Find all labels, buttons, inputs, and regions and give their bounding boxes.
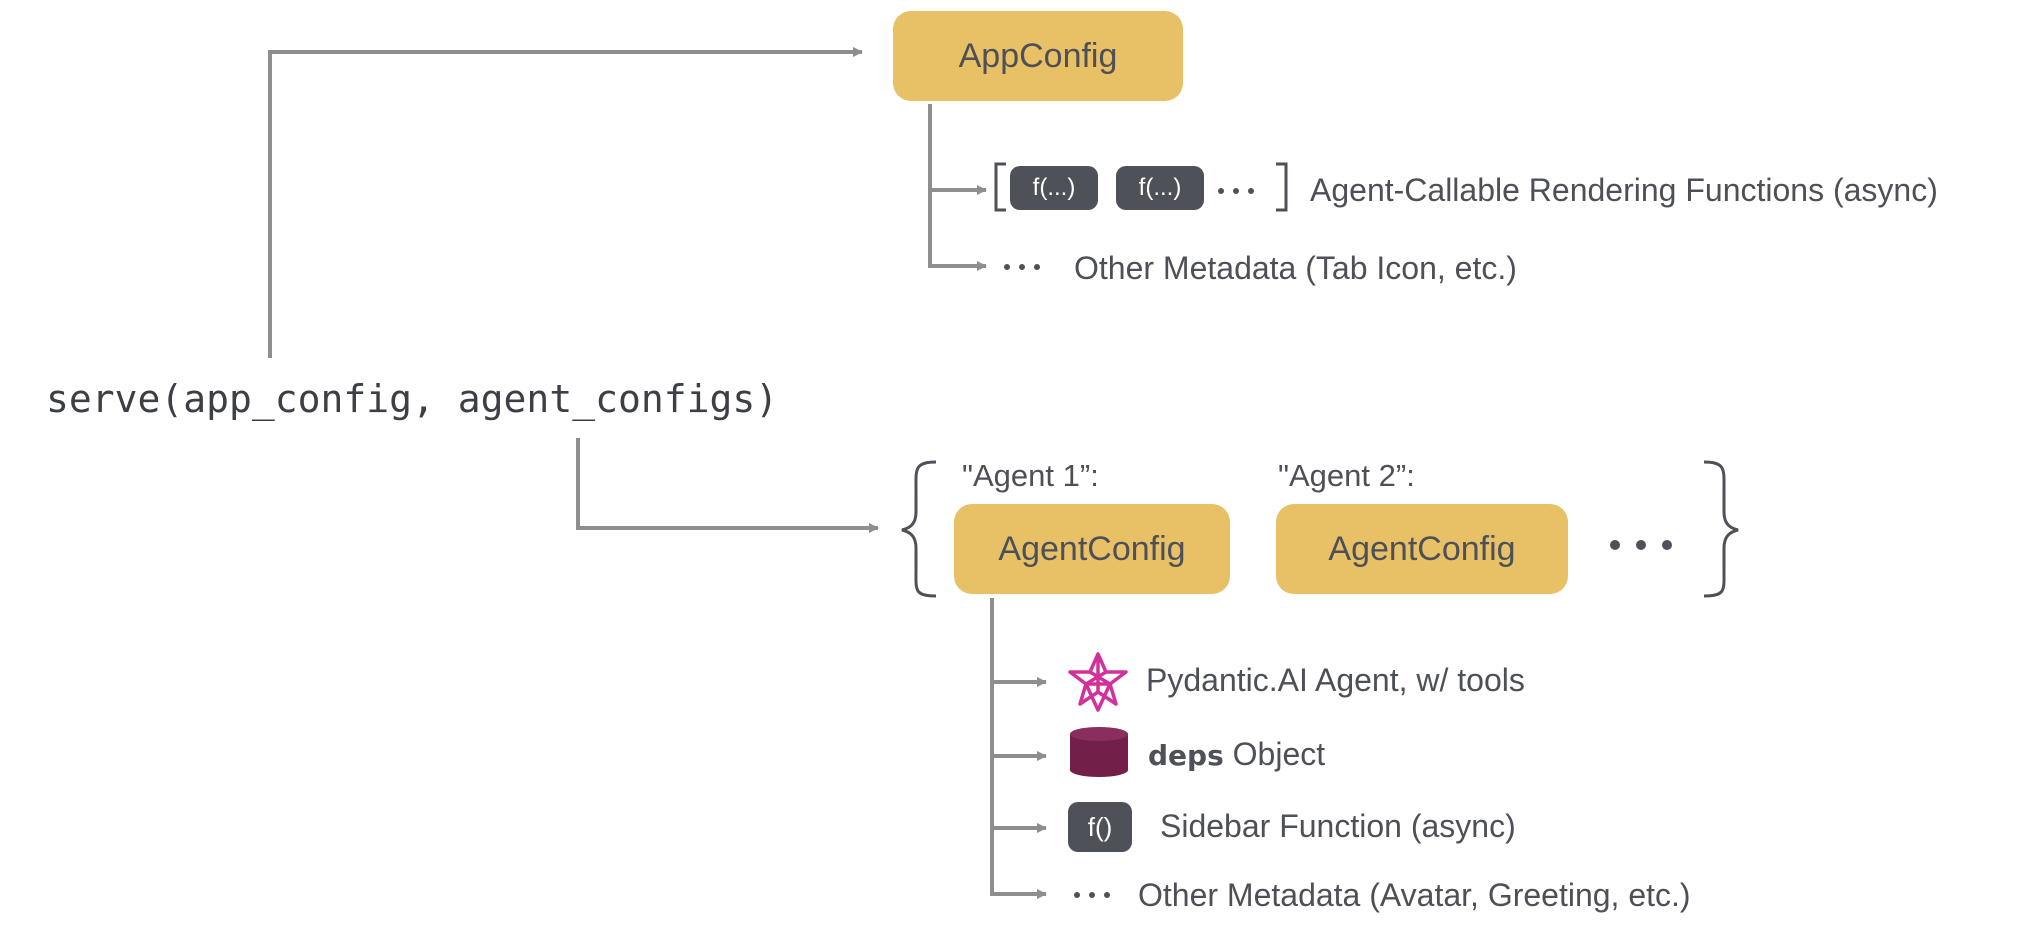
- functions-ellipsis: [1218, 188, 1254, 194]
- deps-object-text: Object: [1223, 736, 1326, 772]
- deps-object-label: deps Object: [1148, 738, 1325, 770]
- agent-2-config-box: AgentConfig: [1276, 504, 1568, 594]
- right-square-bracket: [1276, 162, 1288, 212]
- agent-2-key: "Agent 2”:: [1278, 458, 1415, 493]
- pydantic-agent-label: Pydantic.AI Agent, w/ tools: [1146, 662, 1525, 698]
- left-square-bracket: [994, 162, 1006, 212]
- serve-to-agentconfigs-arrow: [576, 438, 879, 533]
- rendering-functions-label: Agent-Callable Rendering Functions (asyn…: [1310, 172, 1938, 208]
- serve-to-appconfig-arrow: [268, 47, 863, 358]
- appconfig-box: AppConfig: [893, 11, 1183, 101]
- more-agents-ellipsis: [1610, 540, 1672, 550]
- pydantic-logo-icon: [1068, 652, 1128, 712]
- right-curly-brace: [1703, 460, 1739, 598]
- deps-code-label: deps: [1148, 739, 1224, 772]
- agent-1-config-box: AgentConfig: [954, 504, 1230, 594]
- agentconfig-metadata-ellipsis: [1074, 892, 1110, 898]
- agent-1-key: "Agent 1”:: [962, 458, 1099, 493]
- appconfig-metadata-ellipsis: [1004, 264, 1040, 270]
- agentconfig-other-metadata-label: Other Metadata (Avatar, Greeting, etc.): [1138, 877, 1691, 913]
- serve-call-label: serve(app_config, agent_configs): [46, 377, 779, 421]
- left-curly-brace: [901, 460, 937, 598]
- appconfig-other-metadata-label: Other Metadata (Tab Icon, etc.): [1074, 250, 1517, 286]
- sidebar-function-label: Sidebar Function (async): [1160, 808, 1516, 844]
- database-cylinder-icon: [1070, 727, 1128, 777]
- rendering-function-chip: f(...): [1116, 166, 1204, 210]
- rendering-function-chip: f(...): [1010, 166, 1098, 210]
- sidebar-function-chip: f(): [1068, 802, 1132, 852]
